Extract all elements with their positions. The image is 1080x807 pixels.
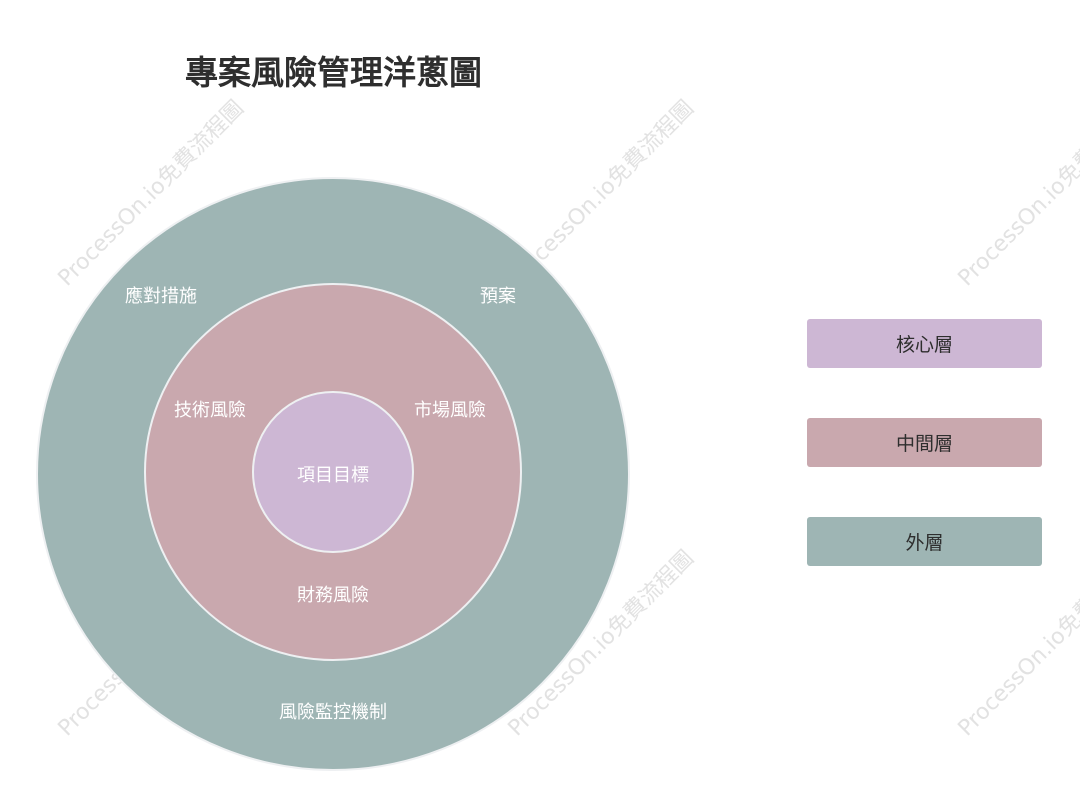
core-label-project-goal: 項目目標 [297, 465, 369, 486]
legend-middle-layer: 中間層 [807, 418, 1042, 467]
middle-label-market-risk: 市場風險 [414, 400, 486, 421]
legend-label: 中間層 [895, 433, 953, 455]
legend-label: 核心層 [895, 334, 953, 356]
page-title: 專案風險管理洋蔥圖 [185, 53, 482, 92]
middle-label-technical-risk: 技術風險 [174, 400, 246, 421]
core-layer-ring[interactable] [252, 391, 414, 553]
legend-core-layer: 核心層 [807, 319, 1042, 368]
outer-label-contingency-plan: 預案 [480, 286, 516, 307]
legend-outer-layer: 外層 [807, 517, 1042, 566]
legend-label: 外層 [905, 532, 944, 554]
outer-label-risk-monitoring: 風險監控機制 [279, 702, 387, 723]
outer-label-countermeasures: 應對措施 [125, 285, 197, 307]
middle-label-financial-risk: 財務風險 [297, 585, 369, 606]
